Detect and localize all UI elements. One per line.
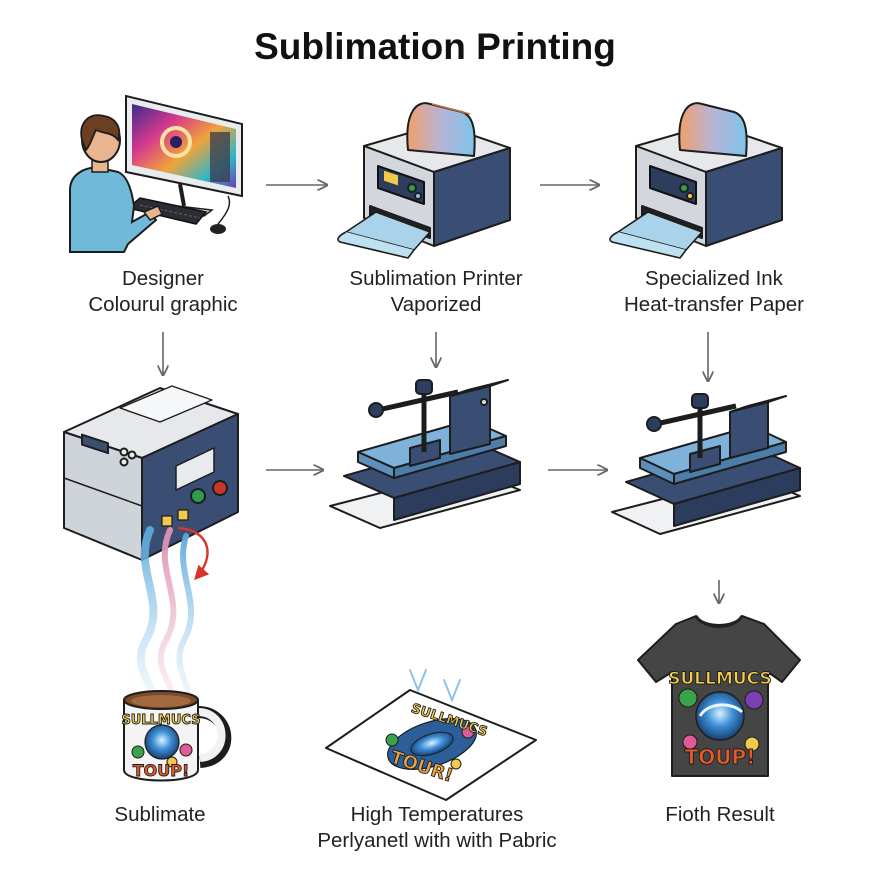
caption-ink-paper-line2: Heat-transfer Paper: [623, 293, 805, 316]
mug-art-bottom: TOUP!: [133, 761, 190, 780]
shirt-art-top: SULLMUCS: [668, 669, 771, 689]
heat-machine-icon: [63, 385, 239, 561]
caption-fabric-line2: Perlyanetl with with Pabric: [317, 829, 557, 852]
tshirt-icon: [637, 615, 801, 777]
caption-ink-paper-line1: Specialized Ink: [645, 267, 783, 290]
printer-with-paper-icon: [609, 102, 783, 259]
caption-designer-line2: Colourul graphic: [88, 293, 238, 316]
caption-fabric-line1: High Temperatures: [350, 803, 524, 826]
heat-flow-arrow: [177, 526, 210, 581]
caption-printer-line1: Sublimation Printer: [349, 267, 523, 290]
vapor-stream-left: [136, 526, 195, 698]
caption-mug: Sublimate: [70, 802, 250, 828]
designer-computer-icon: [69, 94, 243, 253]
caption-mug-line1: Sublimate: [114, 803, 206, 826]
caption-printer-line2: Vaporized: [390, 293, 482, 316]
page-title: Sublimation Printing: [254, 26, 616, 67]
caption-printer: Sublimation Printer Vaporized: [316, 266, 556, 318]
caption-designer: Designer Colourul graphic: [58, 266, 268, 318]
heat-press-icon: [329, 379, 521, 529]
shirt-art-bottom: TOUP!: [685, 745, 756, 769]
caption-ink-paper: Specialized Ink Heat-transfer Paper: [594, 266, 834, 318]
caption-result: Fioth Result: [620, 802, 820, 828]
caption-designer-line1: Designer: [121, 267, 205, 290]
heat-press-icon-2: [611, 393, 801, 535]
sublimation-printer-icon: [337, 102, 511, 259]
caption-fabric: High Temperatures Perlyanetl with with P…: [282, 802, 592, 854]
printed-mug-icon: [123, 690, 232, 782]
caption-result-line1: Fioth Result: [665, 803, 775, 826]
vapor-stream-middle: [409, 553, 461, 703]
printed-sheet-icon: [325, 689, 537, 801]
mug-art-top: SULLMUCS: [121, 713, 200, 728]
flow-arrows: [163, 185, 719, 602]
